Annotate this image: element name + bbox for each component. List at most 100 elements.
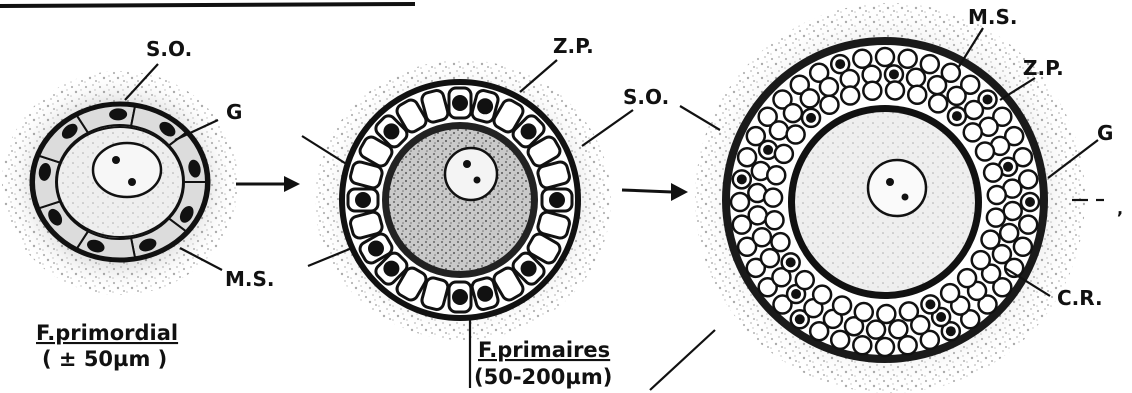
label-so-2: S.O. <box>623 85 669 109</box>
cell-nucleus <box>368 241 384 257</box>
granulosa-cell <box>841 70 859 88</box>
cell-nucleus <box>786 257 796 267</box>
cell-nucleus <box>452 289 468 305</box>
cell-nucleus <box>477 286 493 302</box>
top-rule <box>0 4 415 6</box>
granulosa-cell <box>899 50 917 68</box>
cell-nucleus <box>355 192 371 208</box>
label-ms-3: M.S. <box>968 5 1018 29</box>
cell-nucleus <box>936 312 946 322</box>
caption-primaires-name: F.primaires <box>478 338 610 362</box>
primary-follicle <box>315 60 611 340</box>
granulosa-cell <box>853 336 871 354</box>
nucleus <box>868 160 926 216</box>
granulosa-cell <box>863 82 881 100</box>
granulosa-cell <box>771 233 789 251</box>
cell-nucleus <box>983 94 993 104</box>
granulosa-cell <box>981 231 999 249</box>
granulosa-cell <box>1004 202 1022 220</box>
label-g-1: G <box>226 100 242 124</box>
cell-nucleus <box>1025 197 1035 207</box>
granulosa-cell <box>820 78 838 96</box>
cell-nucleus <box>795 314 805 324</box>
arrow-primordial-to-primary <box>236 176 300 192</box>
granulosa-cell <box>831 331 849 349</box>
granulosa-cell <box>833 296 851 314</box>
granulosa-cell <box>900 302 918 320</box>
granulosa-cell <box>749 206 767 224</box>
granulosa-cell <box>876 48 894 66</box>
granulosa-cell <box>770 121 788 139</box>
cell-nucleus <box>946 326 956 336</box>
cell-nucleus <box>549 192 565 208</box>
label-ms-1: M.S. <box>225 267 275 291</box>
granulosa-cell <box>787 126 805 144</box>
nucleolus <box>886 178 894 186</box>
granulosa-cell <box>1000 224 1018 242</box>
granulosa-cell <box>876 338 894 356</box>
cell-nucleus <box>925 299 935 309</box>
cell-nucleus <box>763 145 773 155</box>
cell-nucleus <box>383 123 399 139</box>
nucleolus <box>474 177 481 184</box>
cell-nucleus <box>806 113 816 123</box>
cell-nucleus <box>791 289 801 299</box>
label-zp-3: Z.P. <box>1023 56 1064 80</box>
caption-primordial-name: F.primordial <box>36 321 178 345</box>
granulosa-cell <box>929 94 947 112</box>
granulosa-cell <box>801 89 819 107</box>
granulosa-cell <box>855 303 873 321</box>
granulosa-cell <box>841 87 859 105</box>
cell-nucleus <box>952 111 962 121</box>
granulosa-cell <box>958 269 976 287</box>
granulosa-cell <box>984 164 1002 182</box>
granulosa-cell <box>941 284 959 302</box>
caption-primaires-size: (50-200µm) <box>474 365 612 389</box>
granulosa-cell <box>766 211 784 229</box>
nucleus <box>93 143 161 197</box>
granulosa-cell <box>1019 216 1037 234</box>
granulosa-cell <box>965 101 983 119</box>
nucleolus <box>902 194 909 201</box>
cell-nucleus <box>521 261 537 277</box>
nucleolus <box>128 178 136 186</box>
granulosa-cell <box>907 69 925 87</box>
granulosa-cell <box>775 145 793 163</box>
cell-nucleus <box>889 69 899 79</box>
label-zp-2: Z.P. <box>553 34 594 58</box>
granulosa-cell <box>948 87 966 105</box>
cell-nucleus <box>383 261 399 277</box>
granulosa-cell <box>796 271 814 289</box>
granulosa-cell <box>820 96 838 114</box>
granulosa-cell <box>988 186 1006 204</box>
granulosa-cell <box>886 81 904 99</box>
granulosa-cell <box>964 123 982 141</box>
captions: F.primordial ( ± 50µm ) F.primaires (50-… <box>36 321 612 389</box>
granulosa-cell <box>767 166 785 184</box>
granulosa-cell <box>908 86 926 104</box>
label-g-3: G <box>1097 121 1113 145</box>
granulosa-cell <box>761 249 779 267</box>
label-so-1: S.O. <box>146 37 192 61</box>
granulosa-cell <box>972 251 990 269</box>
nucleus <box>445 148 497 200</box>
granulosa-cell <box>738 148 756 166</box>
granulosa-cell <box>813 286 831 304</box>
nucleolus <box>463 160 471 168</box>
cell-nucleus <box>521 123 537 139</box>
arrow-primary-to-secondary <box>622 183 688 201</box>
granulosa-cell <box>987 209 1005 227</box>
granulosa-cell <box>877 305 895 323</box>
granulosa-cell <box>976 142 994 160</box>
primordial-follicle <box>2 71 238 295</box>
cell-nucleus <box>835 59 845 69</box>
granulosa-cell <box>764 189 782 207</box>
label-cr-3: C.R. <box>1057 286 1103 310</box>
apostrophe-mark: , <box>1117 199 1123 218</box>
cell-nucleus <box>452 95 468 111</box>
cell-nucleus <box>477 98 493 114</box>
cell-nucleus <box>737 174 747 184</box>
nucleolus <box>112 156 120 164</box>
caption-primordial-size: ( ± 50µm ) <box>42 347 167 371</box>
